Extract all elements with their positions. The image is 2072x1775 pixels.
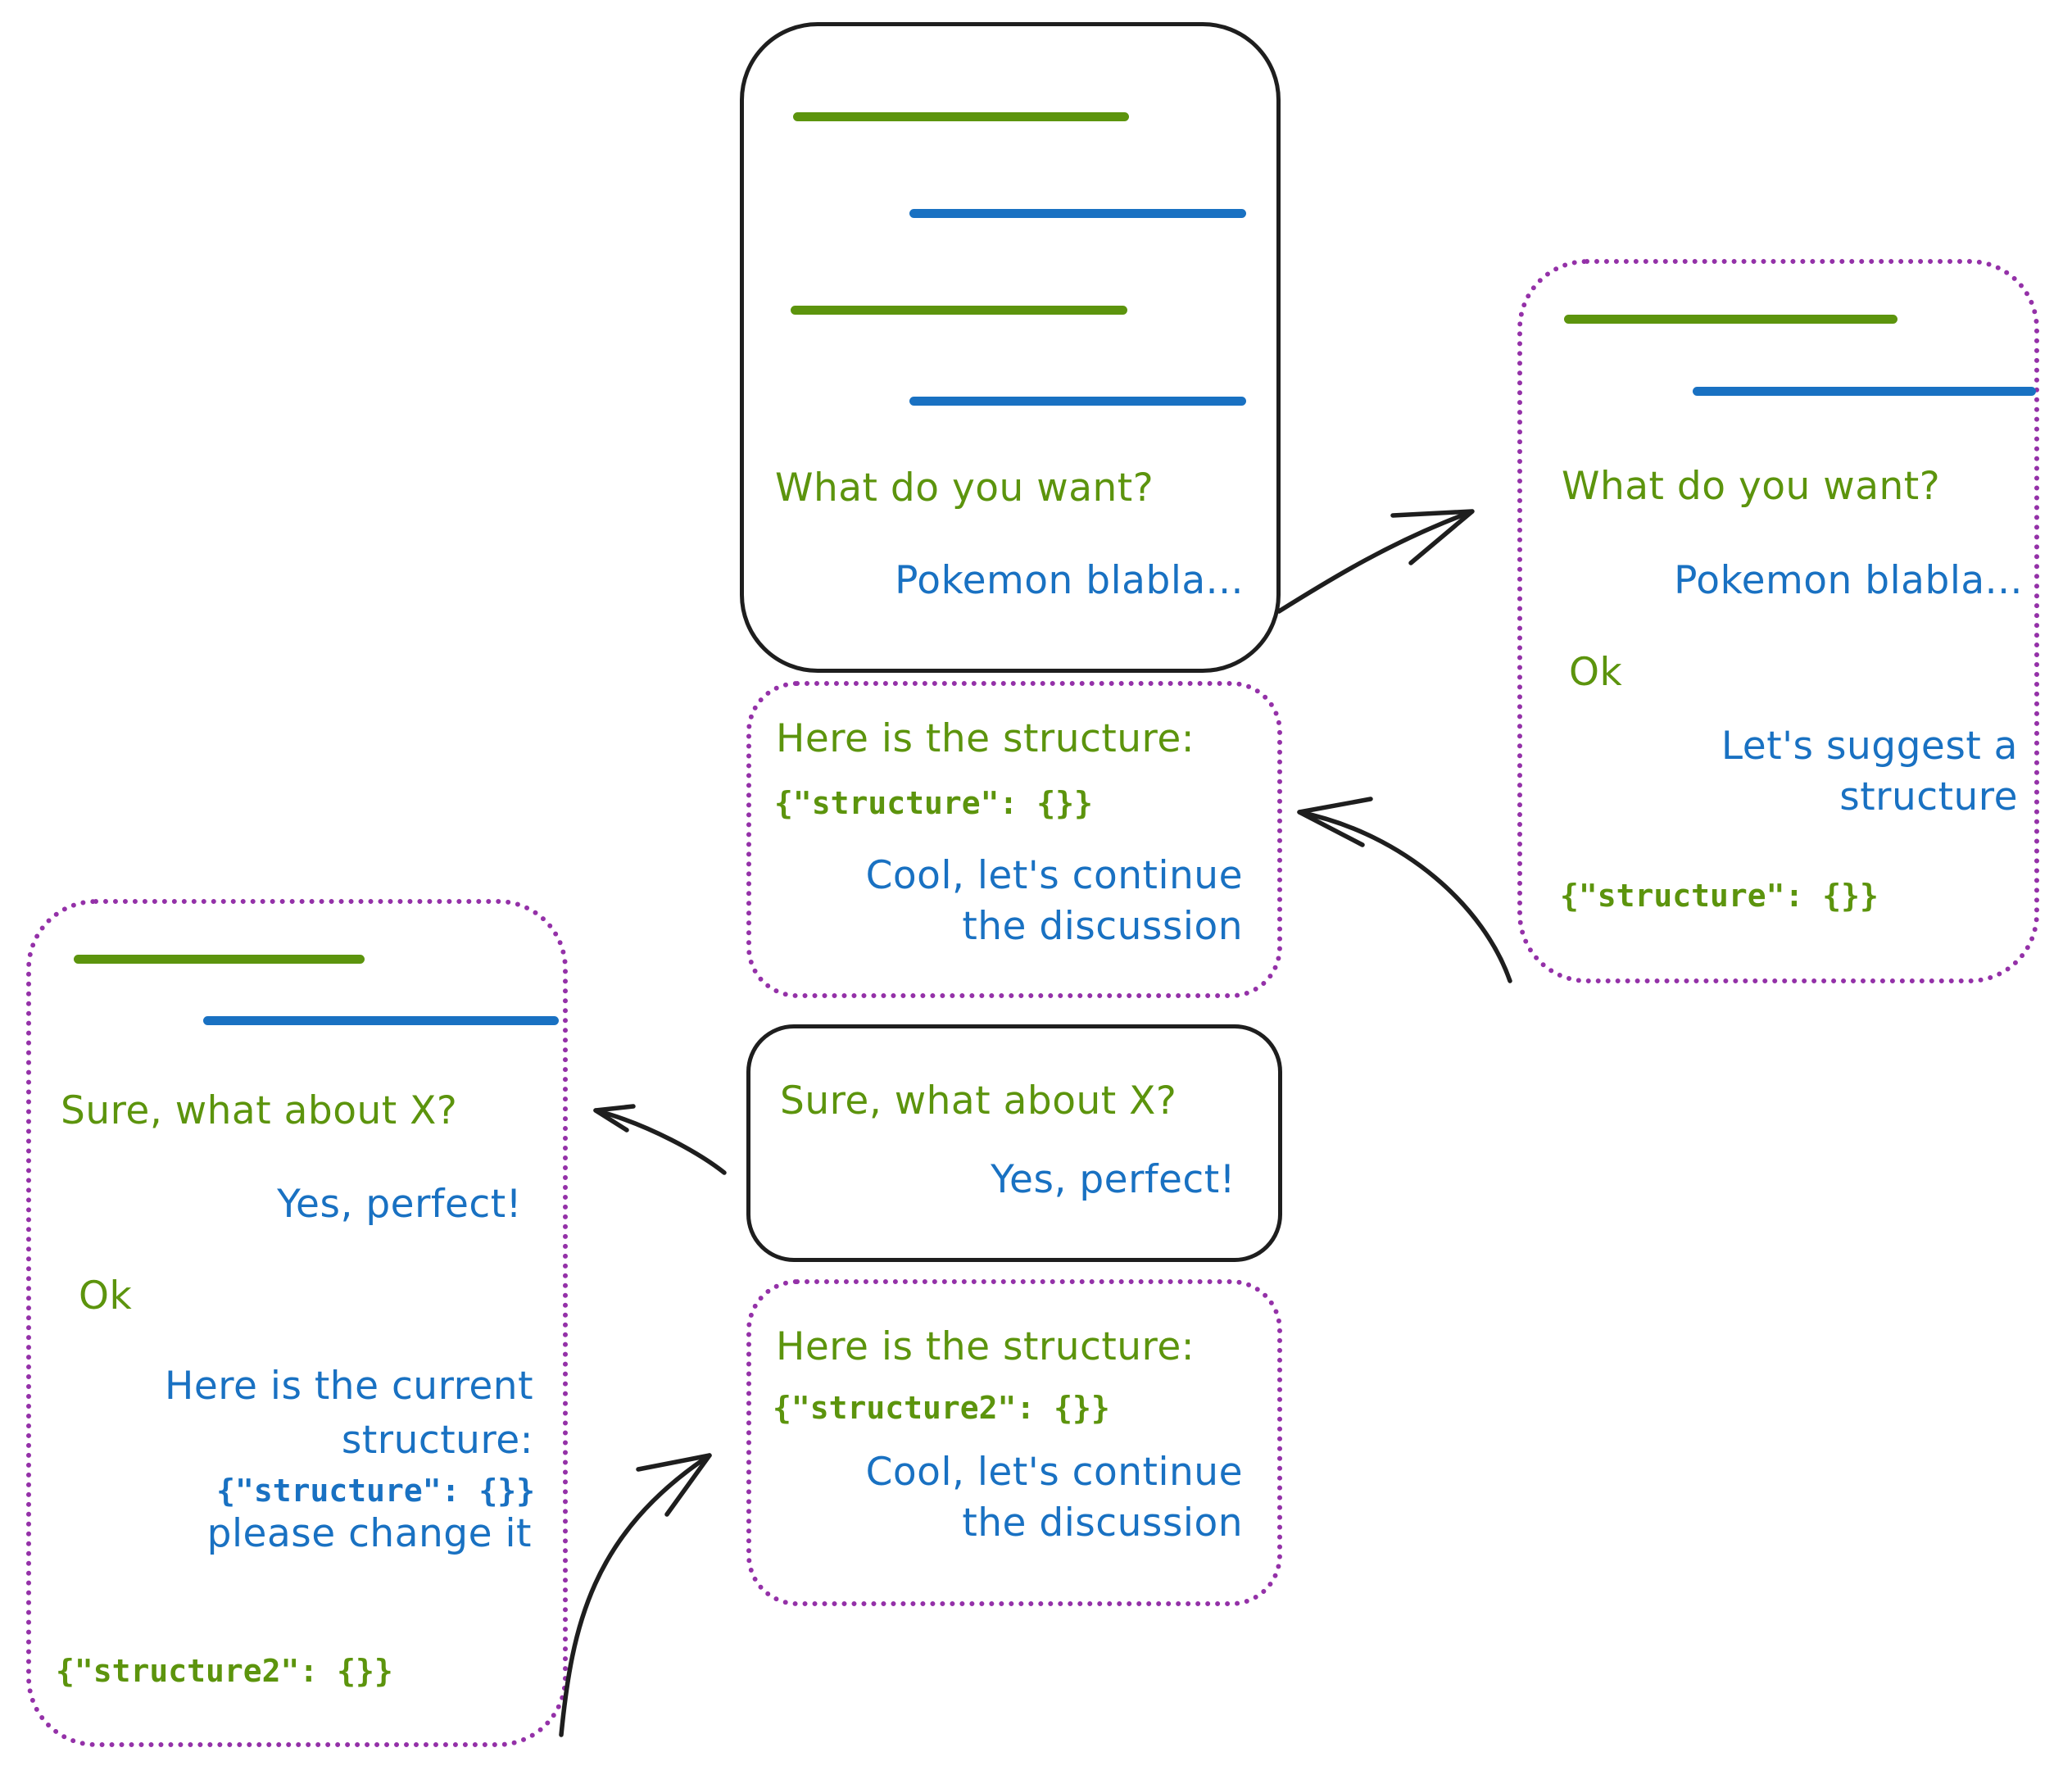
message-continue-line2: the discussion [962,904,1243,949]
redacted-message-line-blue [909,397,1246,406]
redacted-message-line-green [793,112,1129,121]
structure-json: {"structure": {}} [774,785,1093,821]
message-ok: Ok [1569,650,1623,695]
message-reply: Yes, perfect! [277,1182,522,1227]
redacted-message-line-blue [1693,387,2036,396]
redacted-message-line-blue [909,209,1246,218]
current-structure-json: {"structure": {}} [216,1473,535,1509]
message-suggest-line1: Let's suggest a [1721,724,2018,769]
message-reply: Pokemon blabla... [895,558,1244,603]
message-suggest-line2: structure [1839,774,2018,819]
arrow-shaft [1276,510,1473,614]
message-change-request: please change it [206,1511,532,1556]
redacted-message-line-green [74,955,365,964]
message-current-line1: Here is the current [164,1364,533,1409]
message-question: Sure, what about X? [61,1088,458,1133]
message-continue-line2: the discussion [962,1500,1243,1546]
mid-chat-box: Sure, what about X? Yes, perfect! [746,1024,1282,1262]
redacted-message-line-green [1564,315,1897,324]
arrow-shaft [1297,810,1512,983]
structure-note-1: Here is the structure: {"structure": {}}… [746,681,1282,998]
right-chat-box: What do you want? Pokemon blabla... Ok L… [1517,259,2039,983]
top-chat-box: What do you want? Pokemon blabla... [740,22,1281,673]
left-chat-box: Sure, what about X? Yes, perfect! Ok Her… [26,899,568,1747]
message-question: What do you want? [1562,464,1941,509]
message-question: Sure, what about X? [780,1078,1177,1124]
arrow-shaft [593,1108,727,1175]
arrow-head [593,1104,636,1133]
note-heading: Here is the structure: [776,1324,1195,1369]
message-current-line2: structure: [341,1418,533,1463]
structure-note-2: Here is the structure: {"structure2": {}… [746,1279,1282,1606]
message-continue-line1: Cool, let's continue [865,1450,1243,1495]
message-reply: Pokemon blabla... [1674,558,2023,603]
arrow-head [636,1453,712,1517]
message-question: What do you want? [775,465,1154,511]
arrow-right-box-to-structure-note-1 [1297,797,1512,983]
arrow-mid-chat-to-left-box [593,1104,727,1175]
structure-json: {"structure": {}} [1560,878,1879,914]
message-continue-line1: Cool, let's continue [865,853,1243,898]
structure-json: {"structure2": {}} [773,1390,1110,1426]
arrow-head [1390,509,1475,565]
message-reply: Yes, perfect! [991,1157,1235,1202]
arrow-shaft [559,1453,712,1737]
structure2-json: {"structure2": {}} [56,1653,393,1689]
message-ok: Ok [79,1273,133,1319]
note-heading: Here is the structure: [776,716,1195,761]
arrow-top-chat-to-right-box [1276,509,1475,614]
arrow-head [1297,797,1373,847]
redacted-message-line-blue [203,1016,559,1025]
arrow-left-box-to-structure-note-2 [559,1453,712,1737]
redacted-message-line-green [791,306,1127,315]
